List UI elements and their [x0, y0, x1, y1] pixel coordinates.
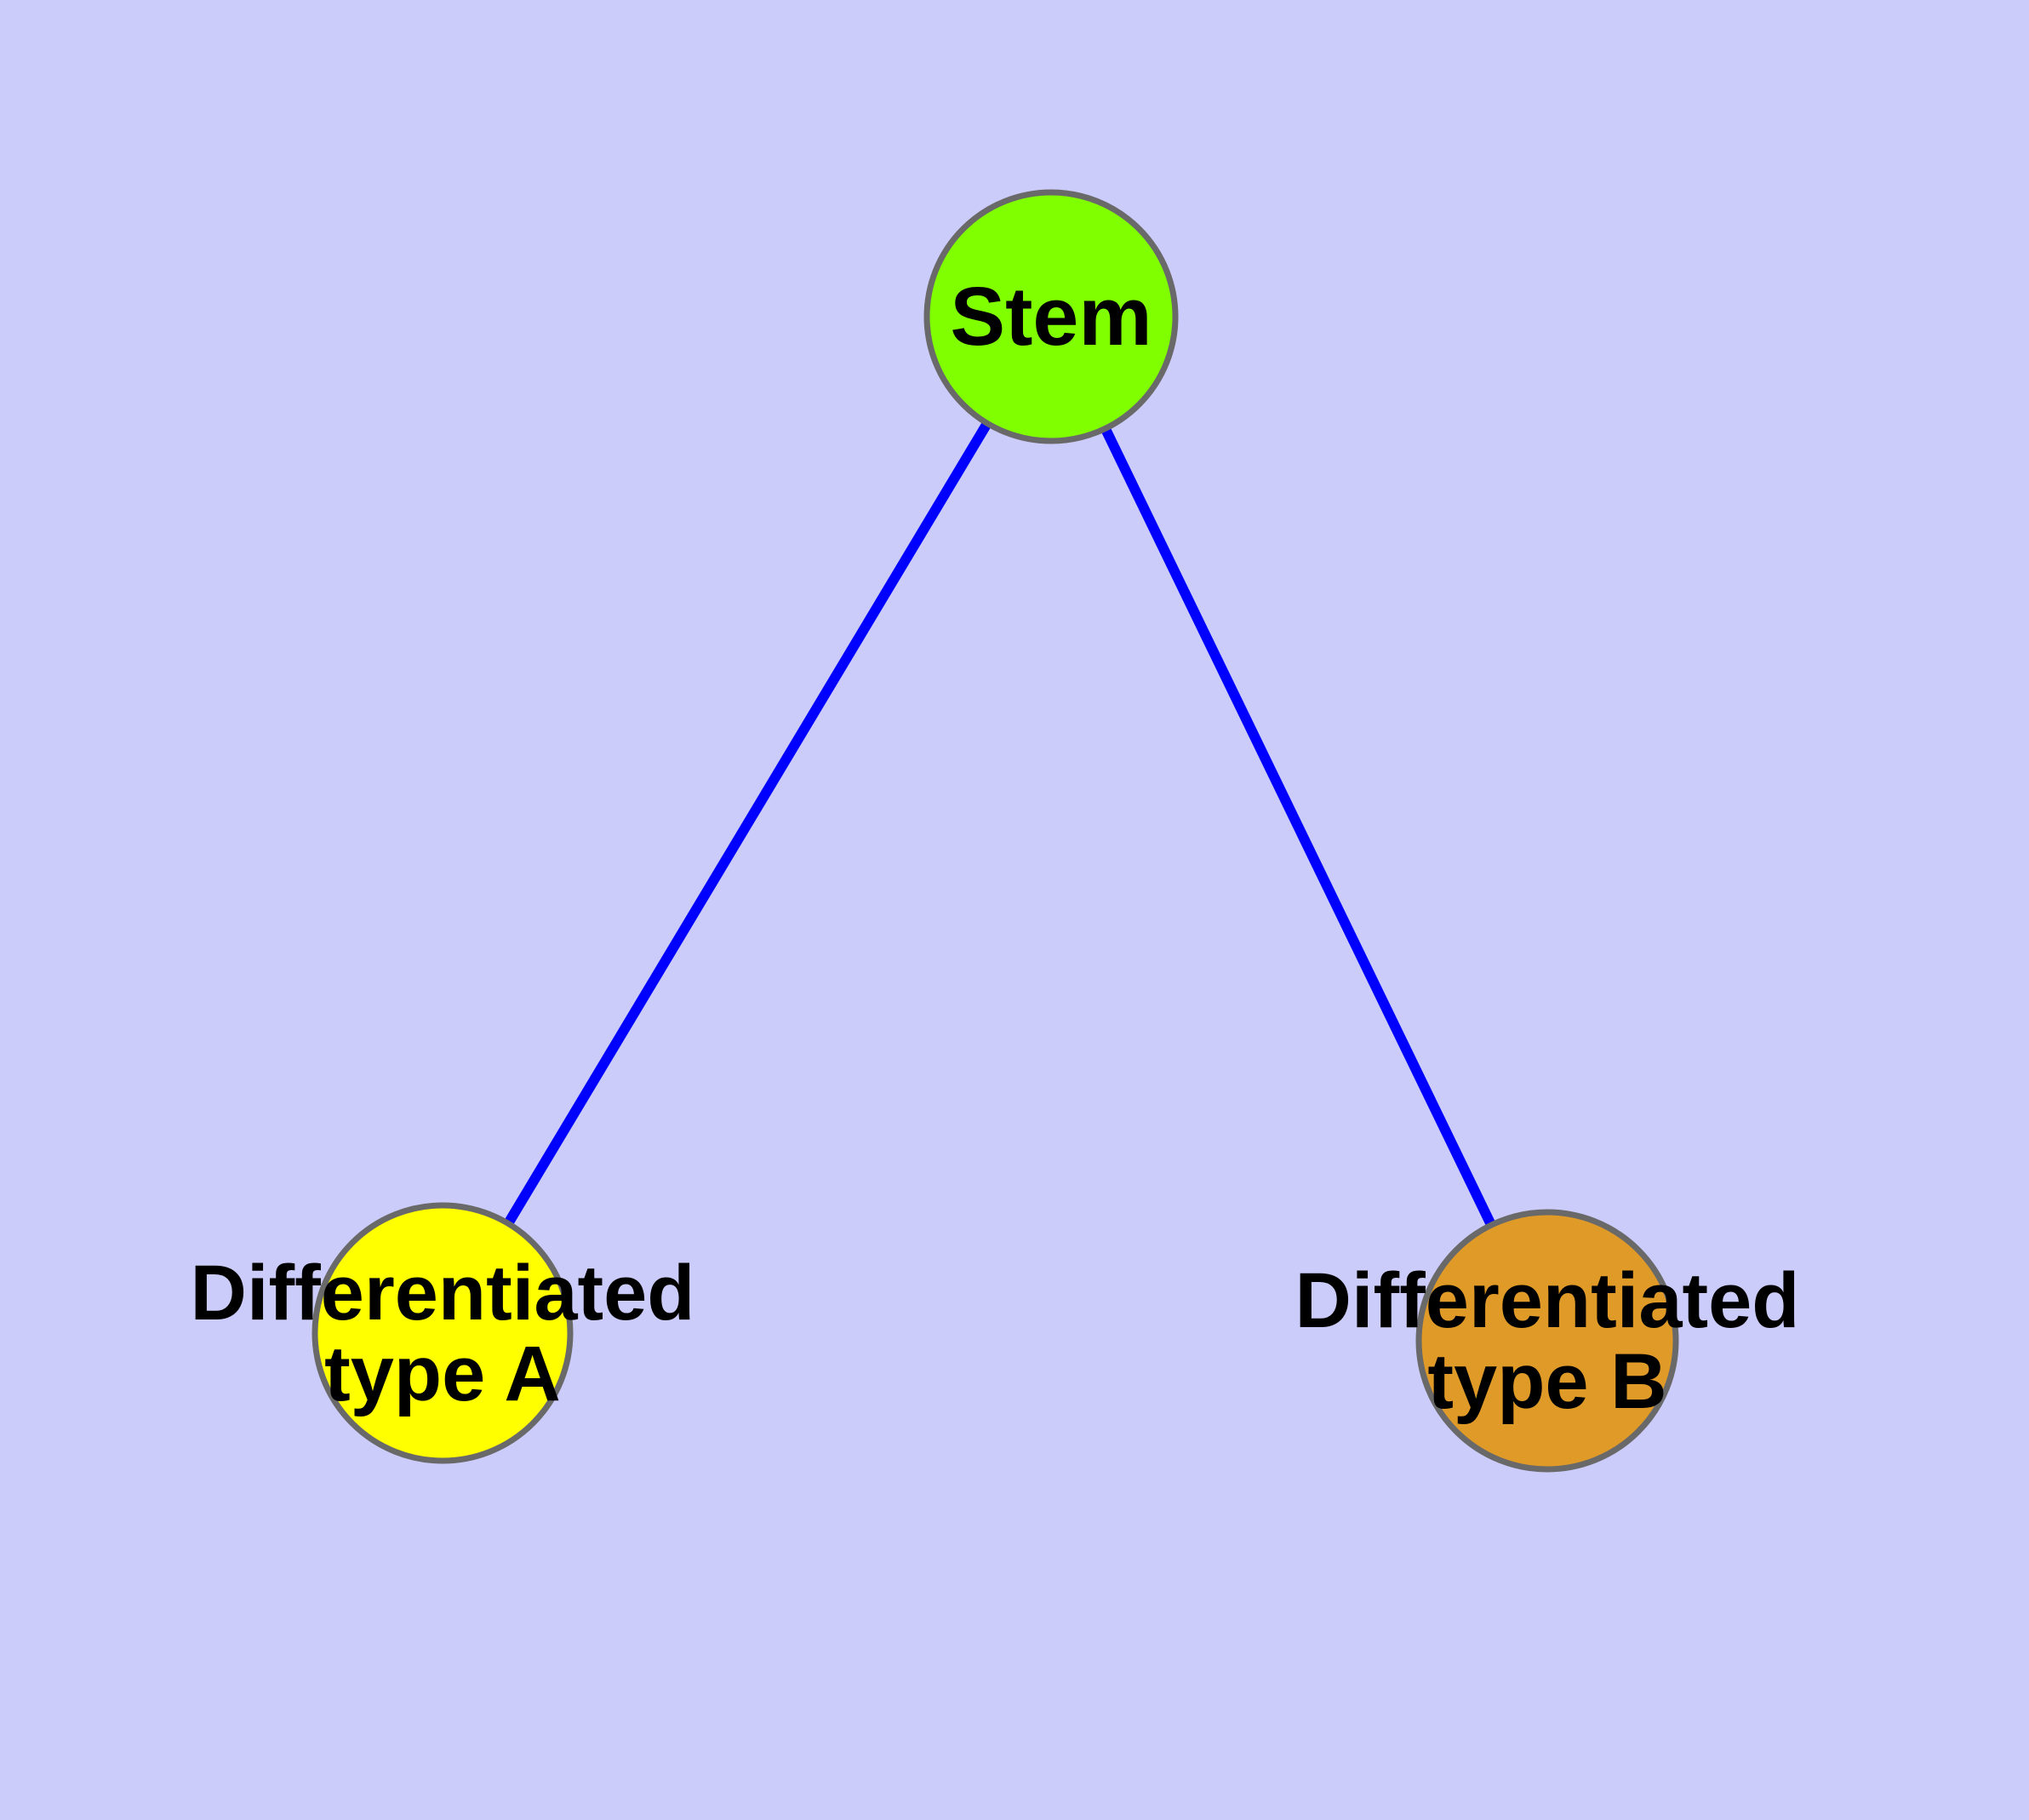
graph-node-label-line: Stem: [950, 270, 1152, 363]
graph-node-label-line: Differentiated: [1295, 1257, 1800, 1344]
graph-node-stem[interactable]: [923, 189, 1179, 444]
edge-layer: [504, 421, 1495, 1226]
graph-node-label-line: Differentiated: [191, 1250, 695, 1336]
graph-node-label-line: type B: [1427, 1338, 1666, 1425]
graph-edge-stem-to-diff_a: [504, 421, 992, 1225]
graph-edge-stem-to-diff_b: [1101, 427, 1495, 1226]
node-layer: [311, 189, 1679, 1473]
graph-node-label-line: type A: [324, 1331, 561, 1417]
graph-node-diff_a[interactable]: [311, 1202, 574, 1464]
graph-node-diff_b[interactable]: [1415, 1209, 1679, 1473]
graph-node-label-stem: Stem: [950, 270, 1152, 363]
